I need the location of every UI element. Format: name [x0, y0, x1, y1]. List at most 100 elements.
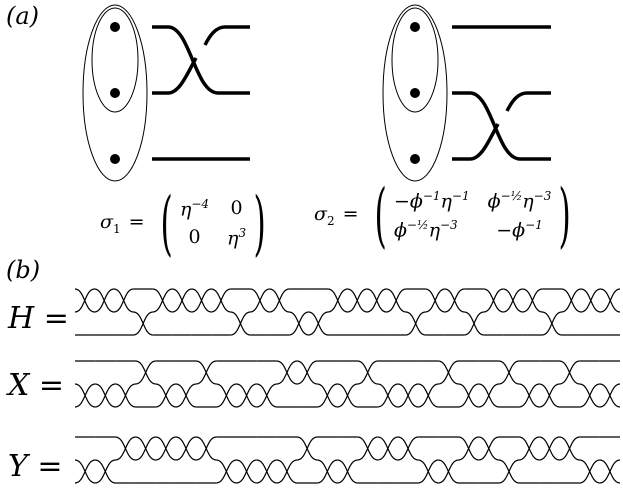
crossing-strand [216, 459, 237, 484]
crossing-strand [317, 383, 338, 408]
row-label-y: Y = [8, 449, 63, 484]
crossing-strand [216, 383, 237, 408]
crossing-strand [133, 311, 154, 336]
crossing-strand [308, 311, 329, 336]
matrix-entry: η−4 [179, 196, 210, 220]
sigma2-equation: σ2 = ( −ϕ−1η−1 ϕ−½η−3 ϕ−½η−3 −ϕ−1 ) [314, 174, 572, 256]
matrix-entry: −ϕ−1η−1 [393, 188, 470, 212]
braid-row-h [74, 288, 621, 336]
crossing-strand [337, 383, 358, 408]
crossing-strand [498, 459, 520, 484]
crossing-strand [405, 311, 426, 336]
anyon-dot [110, 88, 120, 98]
crossing-strand [256, 383, 277, 408]
crossing-strand [386, 288, 407, 313]
strand-under [152, 57, 198, 95]
crossing-strand [600, 288, 621, 313]
crossing-strand [94, 288, 115, 313]
crossing-strand [438, 459, 459, 484]
crossing-strand [599, 383, 621, 408]
crossing-strand [296, 436, 318, 461]
crossing-strand [195, 360, 217, 385]
crossing-strand [256, 459, 277, 484]
crossing-strand [377, 436, 399, 461]
crossing-strand [539, 383, 560, 408]
crossing-strand [559, 360, 580, 385]
crossing-strand [418, 459, 439, 484]
crossing-strand [113, 288, 134, 313]
crossing-strand [211, 288, 231, 313]
crossing-strand [579, 383, 600, 408]
crossing-strand [317, 459, 338, 484]
crossing-strand [236, 459, 257, 484]
inner-ellipse-left [91, 7, 139, 113]
strand-under [452, 123, 500, 161]
crossing-strand [74, 383, 96, 408]
crossing-strand [478, 436, 500, 461]
crossing-strand [135, 436, 156, 461]
crossing-strand [599, 459, 621, 484]
crossing-strand [288, 311, 309, 336]
matrix-entry: η3 [227, 226, 247, 250]
crossing-strand [276, 360, 298, 385]
crossing-strand [155, 436, 177, 461]
strand-over [152, 25, 250, 95]
anyon-dot [410, 88, 420, 98]
crossing-strand [438, 360, 459, 385]
crossing-strand [366, 288, 387, 313]
crossing-strand [135, 360, 156, 385]
crossing-strand [95, 383, 116, 408]
crossing-strand [357, 436, 378, 461]
crossing-strand [561, 288, 582, 313]
crossing-strand [503, 288, 523, 313]
crossing-strand [115, 436, 136, 461]
outer-ellipse-right [382, 4, 448, 182]
crossing-strand [74, 459, 96, 484]
crossing-strand [175, 383, 197, 408]
crossing-strand [236, 383, 257, 408]
crossing-strand [498, 360, 520, 385]
anyon-dot [110, 22, 120, 32]
panel-a-braids [82, 4, 551, 182]
crossing-strand [337, 459, 358, 484]
crossing-strand [115, 383, 136, 408]
matrix-entry: 0 [230, 196, 243, 219]
matrix-entry: −ϕ−1 [496, 218, 543, 242]
crossing-strand [250, 288, 270, 313]
crossing-strand [464, 311, 484, 336]
anyon-dot [110, 154, 120, 164]
braid-row-x [74, 360, 621, 408]
strand-under [505, 91, 551, 112]
crossing-strand [269, 288, 290, 313]
crossing-strand [172, 288, 192, 313]
outer-ellipse-left [82, 4, 148, 182]
crossing-strand [152, 288, 173, 313]
crossing-strand [418, 383, 439, 408]
crossing-strand [518, 436, 540, 461]
panel-a-label: (a) [6, 2, 40, 30]
crossing-strand [518, 383, 540, 408]
strand-over [452, 91, 551, 161]
strand-under [203, 25, 250, 46]
crossing-strand [95, 459, 116, 484]
panel-b-label: (b) [6, 256, 41, 284]
crossing-strand [191, 288, 212, 313]
crossing-strand [397, 436, 419, 461]
sigma1-equation: σ1 = ( η−4 0 0 η3 ) [100, 182, 266, 264]
crossing-strand [357, 360, 378, 385]
crossing-strand [230, 311, 251, 336]
matrix-entry: ϕ−½η−3 [393, 218, 458, 242]
matrix-entry: 0 [188, 226, 201, 248]
crossing-strand [377, 383, 399, 408]
crossing-strand [458, 383, 479, 408]
row-label-x: X = [8, 368, 65, 403]
crossing-strand [74, 288, 95, 313]
crossing-strand [559, 436, 580, 461]
anyon-dot [410, 22, 420, 32]
crossing-strand [579, 459, 600, 484]
crossing-strand [444, 288, 465, 313]
crossing-strand [425, 288, 445, 313]
crossing-strand [478, 383, 500, 408]
matrix-entry: ϕ−½η−3 [487, 188, 552, 212]
